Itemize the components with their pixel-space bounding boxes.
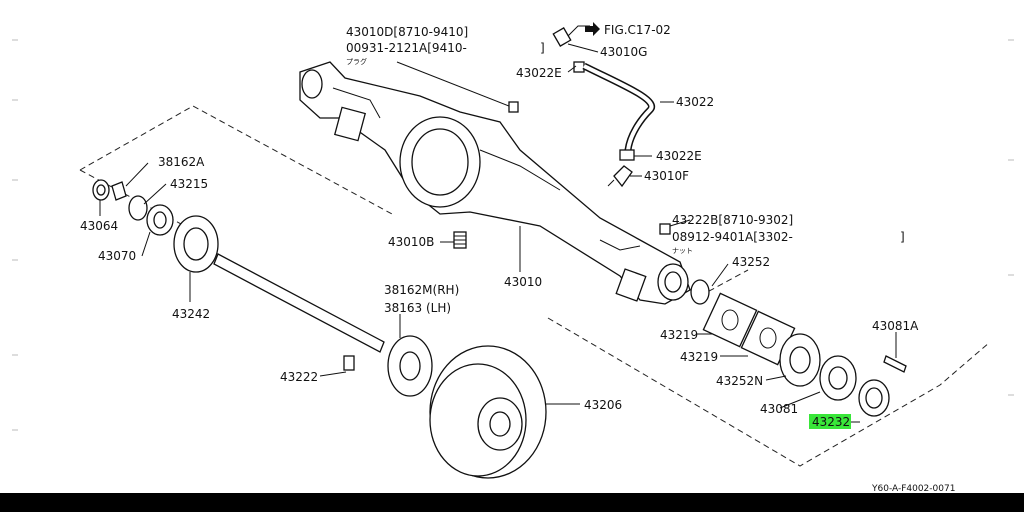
part-label-43222B[interactable]: 43222B[8710-9302] bbox=[672, 213, 793, 227]
part-label-43222[interactable]: 43222 bbox=[280, 370, 318, 384]
part-label-43010F[interactable]: 43010F bbox=[644, 169, 689, 183]
part-label-43232[interactable]: 43232 bbox=[812, 415, 850, 429]
part-label-43215[interactable]: 43215 bbox=[170, 177, 208, 191]
part-label-43206[interactable]: 43206 bbox=[584, 398, 622, 412]
part-label-08912-close: ] bbox=[900, 230, 905, 244]
part-label-38162M[interactable]: 38162M(RH) bbox=[384, 283, 459, 297]
part-label-43242[interactable]: 43242 bbox=[172, 307, 210, 321]
part-label-00931[interactable]: 00931-2121A[9410- bbox=[346, 41, 467, 55]
part-label-38163[interactable]: 38163 (LH) bbox=[384, 301, 451, 315]
part-label-43081[interactable]: 43081 bbox=[760, 402, 798, 416]
fig-ref-label[interactable]: FIG.C17-02 bbox=[604, 23, 671, 37]
part-label-08912[interactable]: 08912-9401A[3302- bbox=[672, 230, 793, 244]
part-label-43010G[interactable]: 43010G bbox=[600, 45, 647, 59]
part-label-43070[interactable]: 43070 bbox=[98, 249, 136, 263]
part-label-nut-jp: ナット bbox=[672, 247, 693, 255]
brake-drum bbox=[429, 345, 547, 479]
drawing-code: Y60-A-F4002-0071 bbox=[871, 484, 955, 494]
right-hub-parts bbox=[659, 223, 907, 417]
part-label-43252[interactable]: 43252 bbox=[732, 255, 770, 269]
margin-ticks bbox=[12, 39, 1014, 431]
part-label-43219-a[interactable]: 43219 bbox=[660, 328, 698, 342]
part-label-43022[interactable]: 43022 bbox=[676, 95, 714, 109]
part-label-plug-jp: プラグ bbox=[346, 57, 367, 66]
axle-shaft bbox=[213, 253, 433, 397]
left-bearing-parts bbox=[92, 179, 219, 273]
part-label-43219-b[interactable]: 43219 bbox=[680, 350, 718, 364]
part-label-43022E-b[interactable]: 43022E bbox=[656, 149, 702, 163]
part-label-43010[interactable]: 43010 bbox=[504, 275, 542, 289]
part-labels: FIG.C17-02 43010D[8710-9410] 00931-2121A… bbox=[80, 23, 955, 494]
highlight-43232 bbox=[809, 414, 851, 429]
part-label-43010B[interactable]: 43010B bbox=[388, 235, 434, 249]
part-label-43010D[interactable]: 43010D[8710-9410] bbox=[346, 25, 468, 39]
part-label-43252N[interactable]: 43252N bbox=[716, 374, 763, 388]
drain-plug bbox=[453, 231, 467, 249]
axle-housing bbox=[299, 61, 691, 305]
part-label-00931-close: ] bbox=[540, 41, 545, 55]
breather-hose bbox=[552, 25, 656, 188]
bottom-bar bbox=[0, 493, 1024, 512]
leader-lines bbox=[99, 43, 897, 423]
dashed-group-right bbox=[547, 269, 991, 467]
part-label-43064[interactable]: 43064 bbox=[80, 219, 118, 233]
part-label-43022E-a[interactable]: 43022E bbox=[516, 66, 562, 80]
part-label-43081A[interactable]: 43081A bbox=[872, 319, 919, 333]
breather-plug bbox=[508, 101, 519, 113]
part-label-38162A[interactable]: 38162A bbox=[158, 155, 205, 169]
fig-arrow-icon bbox=[585, 22, 600, 36]
